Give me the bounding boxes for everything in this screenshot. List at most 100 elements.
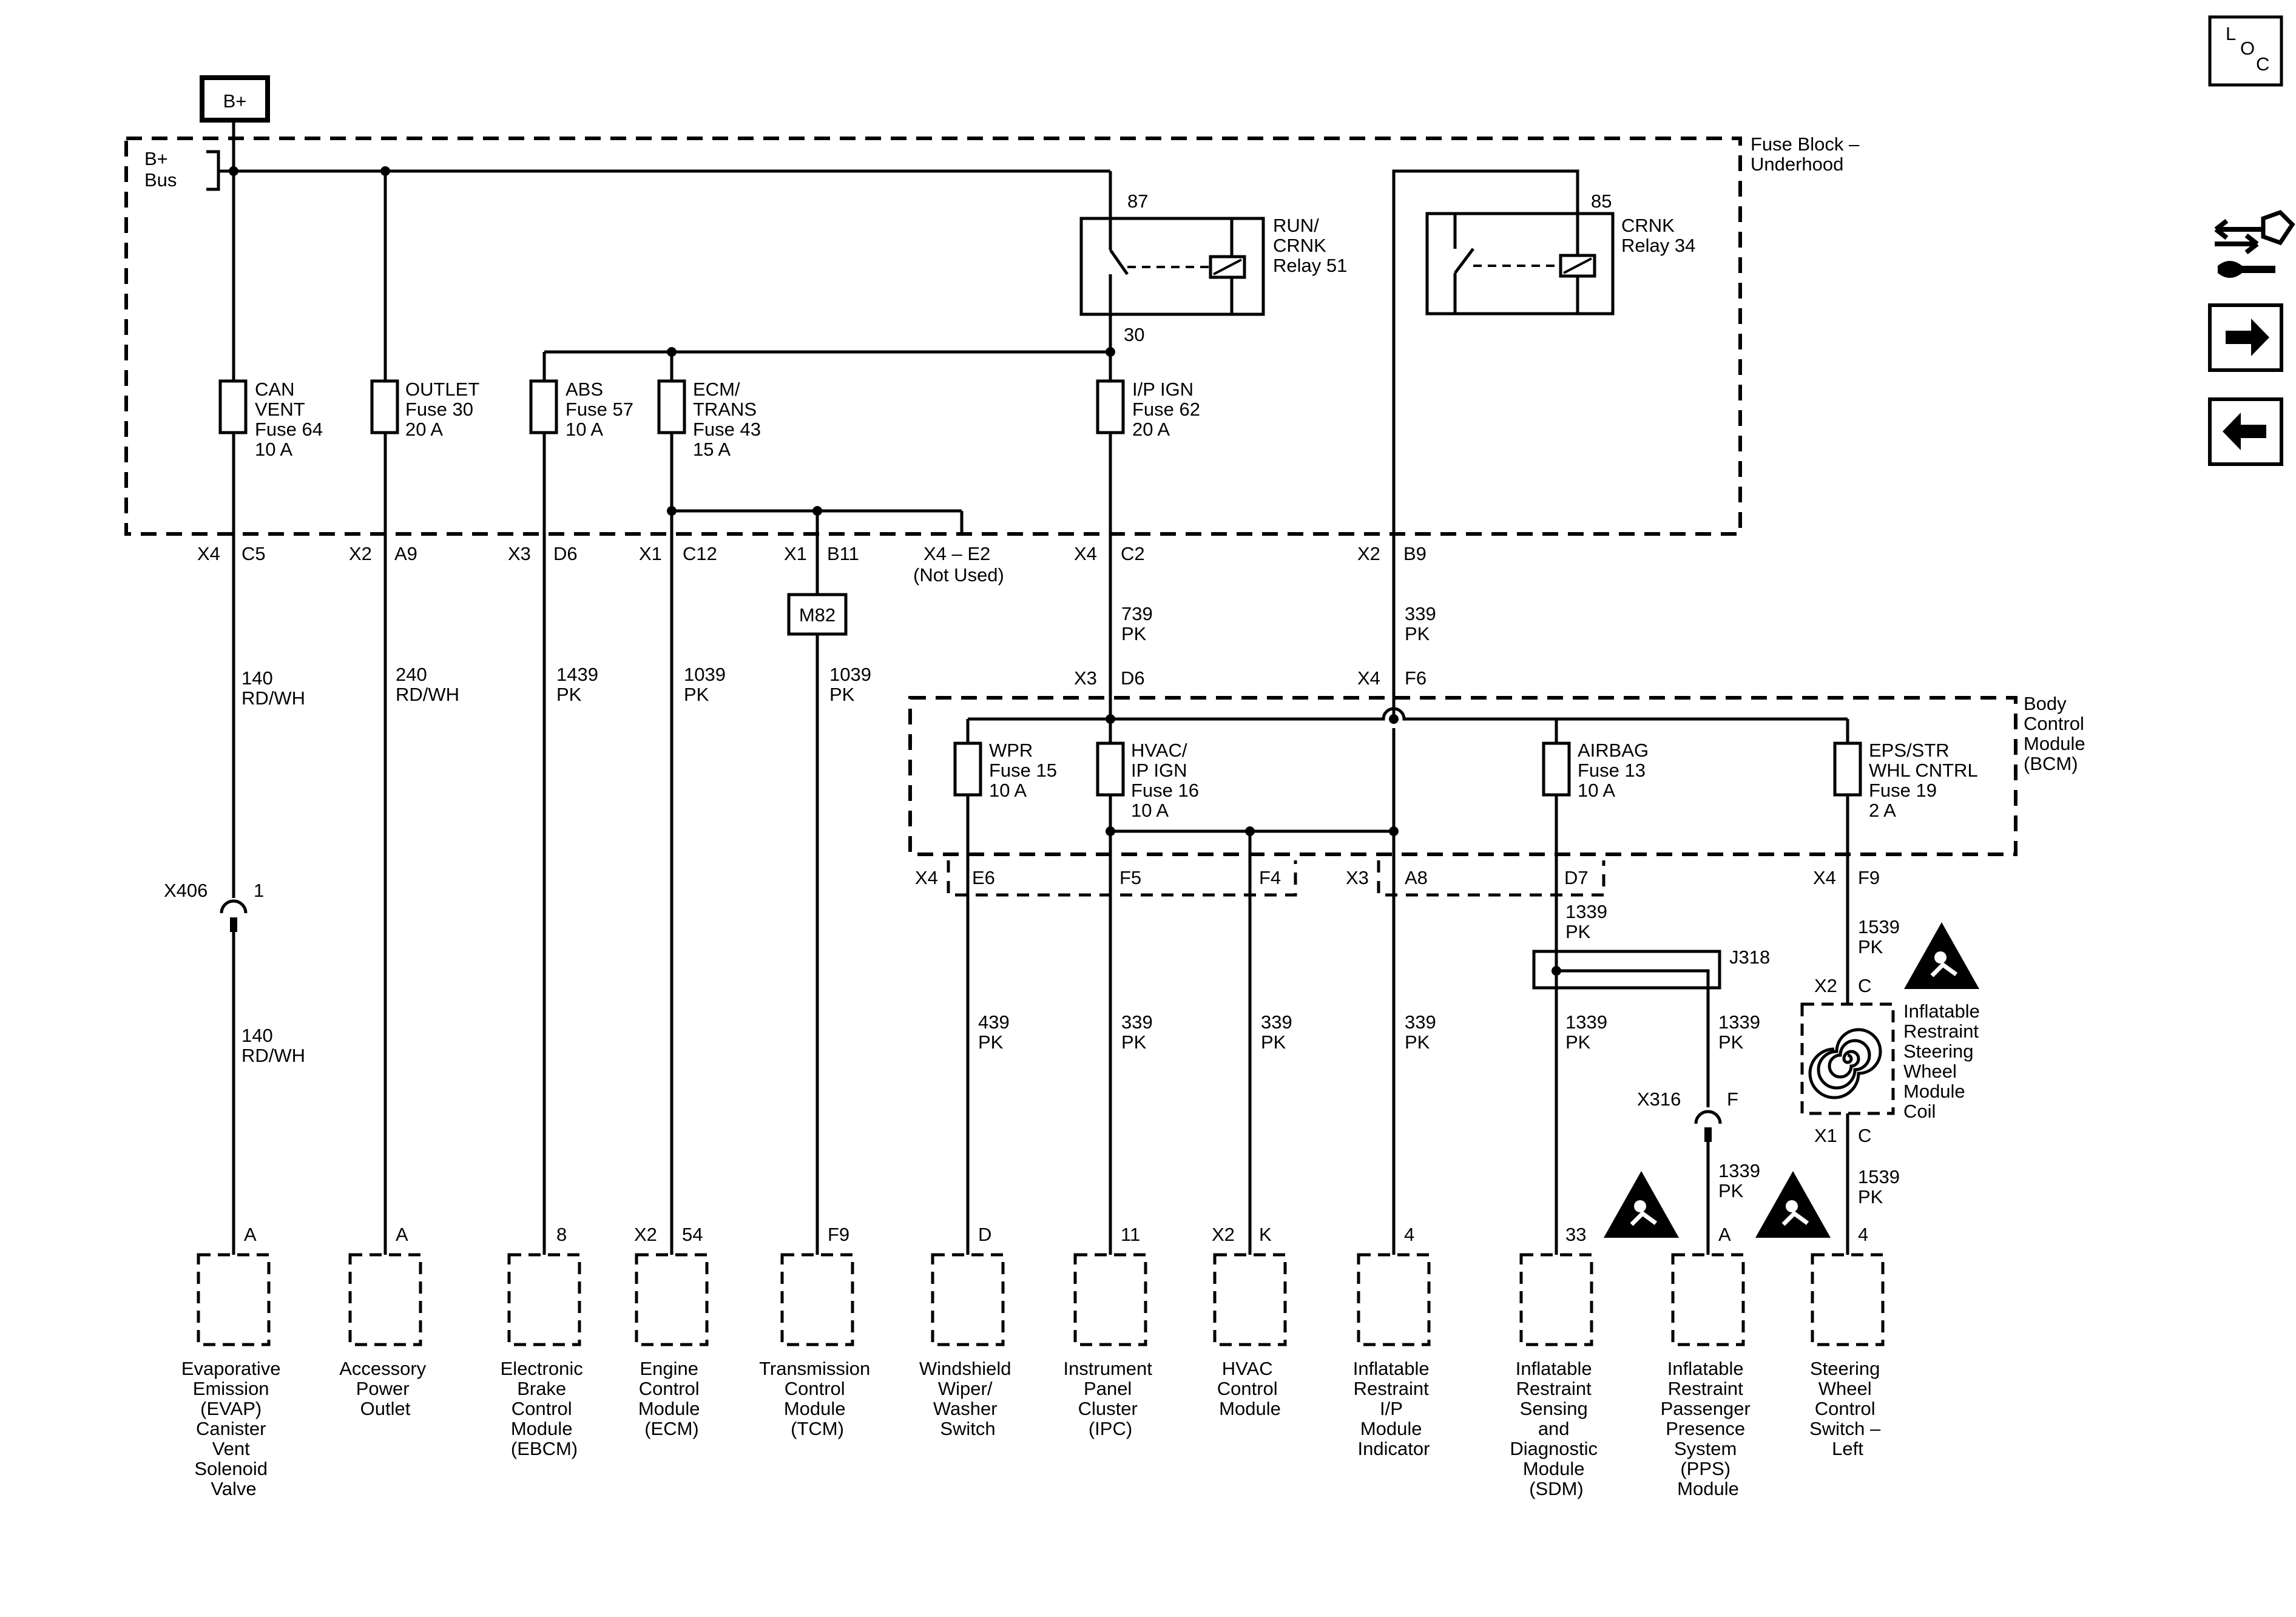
back-arrow-icon[interactable] <box>2208 397 2283 466</box>
svg-text:Inflatable Restraint: Inflatable Restraint I/P Module Indicato… <box>1353 1358 1434 1459</box>
airbag-warning-icon <box>1604 1171 1679 1238</box>
svg-text:HVAC Control Modul: HVAC Control Module <box>1217 1358 1283 1419</box>
module-windshield-wiper-switch: D Windshield Wiper/ Washer Switch <box>919 1224 1016 1439</box>
svg-text:A: A <box>244 1224 257 1245</box>
svg-text:Inflatable Restraint: Inflatable Restraint Passenger Presence … <box>1661 1358 1756 1499</box>
svg-text:Engine Control Mod: Engine Control Module (ECM) <box>638 1358 705 1439</box>
svg-text:4: 4 <box>1858 1224 1868 1245</box>
svg-text:F4: F4 <box>1259 867 1281 888</box>
svg-text:D7: D7 <box>1564 867 1589 888</box>
svg-text:Windshield Wiper/: Windshield Wiper/ Washer Switch <box>919 1358 1016 1439</box>
module-steering-wheel-control-switch-left: 4 Steering Wheel Control Switch – Left <box>1809 1224 1886 1459</box>
svg-text:Evaporative Emission: Evaporative Emission (EVAP) Canister Ven… <box>181 1358 286 1499</box>
svg-text:A: A <box>396 1224 408 1245</box>
svg-text:C: C <box>2256 53 2269 75</box>
splice-dots <box>229 166 1561 976</box>
fuse-block-boundary <box>124 137 1742 536</box>
module-ebcm: 8 Electronic Brake Control Module (EBCM) <box>501 1224 583 1459</box>
svg-text:Accessory Power Ou: Accessory Power Outlet <box>339 1358 431 1419</box>
svg-text:8: 8 <box>556 1224 567 1245</box>
relay34-pin-85: 85 <box>1591 191 1612 212</box>
module-ipc: 11 Instrument Panel Cluster (IPC) <box>1063 1224 1152 1439</box>
module-ip-module-indicator: 4 Inflatable Restraint I/P Module Indica… <box>1353 1224 1434 1459</box>
svg-text:L: L <box>2226 23 2236 44</box>
connector-icon[interactable] <box>2214 209 2295 278</box>
bplus-bus-label: B+ Bus <box>144 148 177 191</box>
svg-text:J318: J318 <box>1729 947 1770 968</box>
next-arrow-icon[interactable] <box>2208 303 2283 372</box>
svg-text:4: 4 <box>1404 1224 1414 1245</box>
svg-text:Inflatable Restraint: Inflatable Restraint Sensing and Diagnos… <box>1510 1358 1602 1499</box>
relay34-label: CRNK Relay 34 <box>1621 215 1695 256</box>
bplus-label: B+ <box>223 90 247 112</box>
svg-text:O: O <box>2240 38 2255 59</box>
svg-text:F9: F9 <box>828 1224 849 1245</box>
module-sdm: 33 Inflatable Restraint Sensing and Diag… <box>1510 1224 1602 1499</box>
bcm-connector-x4 <box>947 860 1297 897</box>
clockspring-icon <box>1808 1028 1882 1099</box>
svg-text:Steering Wheel Con: Steering Wheel Control Switch – Left <box>1809 1358 1886 1459</box>
loc-button[interactable]: L O C <box>2208 15 2283 87</box>
run-crnk-relay-51: 87 30 RUN/ CRNK Relay 51 <box>1079 191 1347 345</box>
crnk-relay-34: 85 CRNK Relay 34 <box>1425 191 1695 316</box>
svg-text:33: 33 <box>1565 1224 1586 1245</box>
bcm-label: Body Control Module (BCM) <box>2024 693 2090 774</box>
relay51-pin-30: 30 <box>1124 324 1144 345</box>
airbag-warning-icon <box>1755 1171 1831 1238</box>
fuse-block-label: Fuse Block – Underhood <box>1751 133 1865 175</box>
module-pps: A Inflatable Restraint Passenger Presenc… <box>1661 1224 1756 1499</box>
airbag-warning-icon <box>1904 922 1979 989</box>
bcm-connector-x3 <box>1377 860 1606 897</box>
svg-text:X2C: X2C <box>1814 975 1871 996</box>
bplus-box: B+ <box>200 75 270 123</box>
svg-text:11: 11 <box>1121 1224 1140 1245</box>
